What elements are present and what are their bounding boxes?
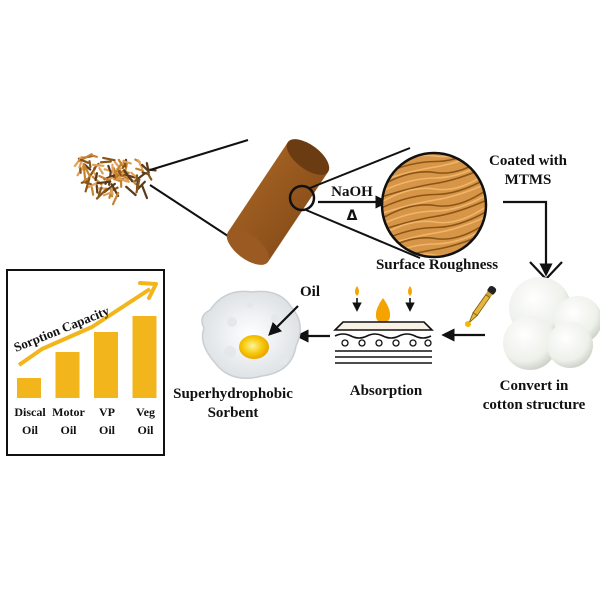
fiber-strand: [102, 156, 116, 162]
fiber-strand: [95, 184, 99, 194]
fiber-strand: [135, 174, 139, 182]
zoom-lines-fiber: [305, 147, 421, 259]
coated-with-label: Coated with: [489, 153, 567, 169]
fiber-strand: [90, 154, 98, 158]
oil-pointer-arrow: [268, 305, 299, 336]
bar: [55, 352, 80, 398]
fiber-strand: [121, 161, 128, 170]
naoh-label: NaOH: [331, 184, 373, 200]
dropper-icon: [468, 285, 497, 324]
sorbent-label-line1: Superhydrophobic: [173, 386, 293, 402]
category-label: Motor: [52, 405, 85, 419]
fiber-strand: [107, 164, 112, 173]
cotton-balls: [503, 277, 600, 370]
fiber-strand: [78, 161, 83, 169]
fiber-strand: [137, 159, 144, 170]
bar: [17, 378, 41, 398]
fiber-strand: [95, 188, 108, 200]
fiber-strand: [98, 174, 111, 182]
fiber-strand: [98, 166, 104, 175]
fiber-strand: [382, 197, 486, 232]
fiber-strand: [382, 164, 486, 199]
absorption-label: Absorption: [349, 383, 423, 399]
fiber-strand: [145, 161, 150, 174]
category-label: Veg: [136, 405, 155, 419]
fiber-strand: [141, 163, 149, 172]
fiber-strand: [73, 155, 83, 168]
fiber-strand: [94, 172, 99, 182]
fiber-strand: [125, 185, 137, 197]
fiber-strand: [102, 191, 114, 197]
coated-arrow: [503, 200, 553, 277]
fiber-strand: [382, 181, 486, 215]
fiber-strand: [135, 178, 141, 194]
heat-symbol: Δ: [347, 208, 358, 224]
fiber-strand: [382, 208, 486, 243]
category-label: VP: [99, 405, 115, 419]
category-label: Oil: [60, 423, 77, 437]
absorption-icon: [333, 286, 434, 364]
fiber-strand: [122, 160, 132, 165]
fiber-strand: [99, 160, 112, 164]
fiber-strand: [82, 163, 92, 178]
convert-label-line2: cotton structure: [482, 397, 586, 413]
fiber-strand: [96, 180, 112, 185]
fiber-strand: [382, 186, 486, 221]
bar: [132, 316, 157, 398]
fiber-pile-illustration: [73, 153, 157, 206]
zoom-circle-small: [288, 184, 316, 212]
fiber-strand: [97, 186, 103, 197]
fiber-strand: [90, 186, 95, 196]
fiber-strand: [382, 192, 486, 226]
fiber-strand: [79, 158, 90, 164]
oil-label: Oil: [299, 284, 320, 300]
category-label: Discal: [14, 405, 46, 419]
fiber-strand: [91, 163, 105, 167]
oil-drop-dropper: [465, 321, 471, 327]
fiber-cylinder: [226, 139, 330, 265]
bar: [94, 332, 118, 398]
fiber-strand: [78, 166, 82, 174]
fiber-strand: [117, 177, 128, 183]
superhydrophobic-sorbent-illustration: [201, 290, 301, 379]
fiber-strand: [135, 167, 144, 172]
fiber-strand: [84, 177, 91, 193]
fiber-strand: [123, 169, 134, 183]
fiber-strand: [140, 184, 149, 200]
surface-roughness-label: Surface Roughness: [375, 257, 499, 273]
category-label: Oil: [22, 423, 39, 437]
fiber-strand: [146, 171, 153, 181]
fiber-strand: [110, 187, 114, 196]
fiber-strand: [382, 170, 486, 204]
trend-arrow: [17, 287, 152, 367]
fiber-strand: [83, 163, 92, 171]
fiber-strand: [382, 203, 486, 237]
category-label: Oil: [137, 423, 154, 437]
fiber-strand: [111, 191, 120, 206]
zoom-lines-pile: [149, 139, 249, 241]
fiber-strand: [88, 160, 92, 169]
mtms-label: MTMS: [504, 172, 552, 188]
convert-label-line1: Convert in: [499, 378, 569, 394]
fiber-strand: [114, 162, 123, 174]
sorbent-label-line2: Sorbent: [207, 405, 259, 421]
fiber-strand: [382, 175, 486, 210]
category-label: Oil: [99, 423, 116, 437]
